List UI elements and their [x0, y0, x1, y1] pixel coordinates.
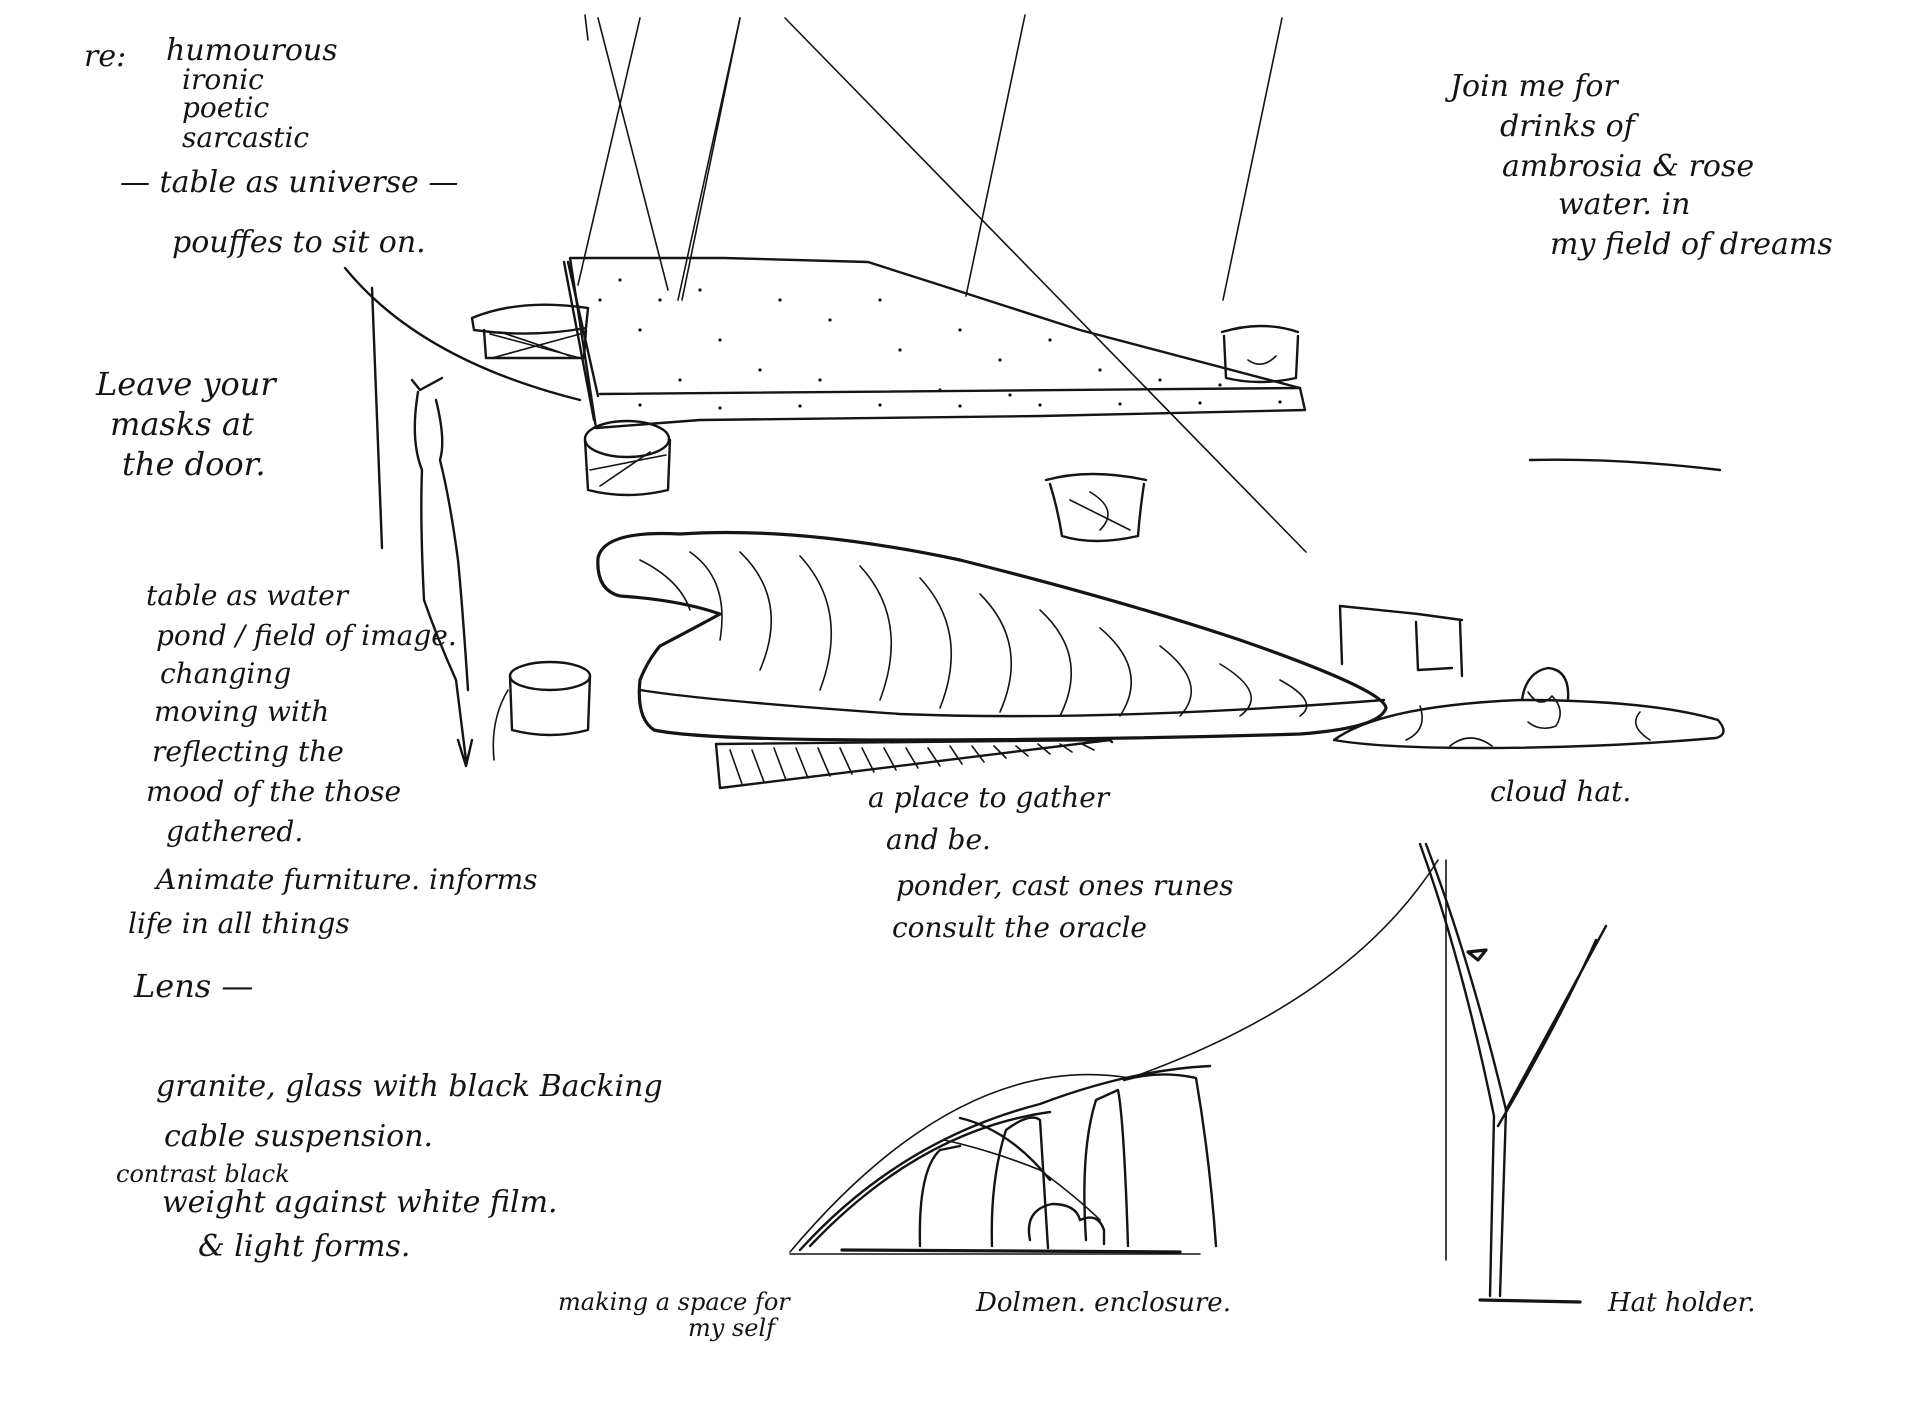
suspended-granite-slab: [562, 256, 1307, 430]
hand-with-cable: [343, 266, 582, 768]
note-masks: Leave your masks at the door.: [96, 365, 276, 483]
note-lens: Lens —: [134, 967, 254, 1005]
water-pond-table: [596, 530, 1388, 742]
tone-item: poetic: [182, 91, 270, 124]
note-gather: a place to gather and be. ponder, cast o…: [868, 781, 1234, 944]
right-dash-line: [1528, 458, 1722, 472]
note-invite: Join me for drinks of ambrosia & rose wa…: [1450, 69, 1833, 262]
pouf-drum-left: [470, 303, 590, 360]
tone-prefix: re:: [84, 39, 127, 74]
note-water-table: table as water pond / field of image. ch…: [146, 579, 457, 848]
small-cube-stool: [1338, 604, 1464, 678]
suspension-cables: [577, 14, 1307, 553]
label-hat-holder: Hat holder.: [1608, 1288, 1756, 1318]
pouf-drum-lower: [1044, 472, 1148, 543]
note-animate: Animate furniture. informs life in all t…: [128, 863, 538, 940]
tone-item: ironic: [182, 63, 264, 96]
note-pouffes: pouffes to sit on.: [172, 225, 426, 260]
slab-speckles: [598, 278, 1282, 410]
pouf-drum-center: [583, 419, 672, 497]
hatched-table-base: [714, 738, 1114, 790]
note-materials: granite, glass with black Backing cable …: [116, 1069, 663, 1264]
pouf-drum-right: [1220, 324, 1300, 384]
label-dolmen: Dolmen. enclosure.: [976, 1288, 1231, 1318]
dolmen-enclosure: [789, 859, 1439, 1255]
cloud-hat: [1332, 666, 1725, 750]
tone-item: humourous: [166, 33, 338, 68]
pond-ripples: [639, 551, 1308, 717]
tone-item: sarcastic: [182, 121, 310, 154]
small-pouf-left: [492, 660, 592, 761]
label-cloud-hat: cloud hat.: [1490, 775, 1632, 808]
hat-holder-tree: [1418, 842, 1608, 1304]
label-making-space: making a space for my self: [558, 1288, 790, 1342]
note-table-universe: — table as universe —: [120, 165, 459, 200]
